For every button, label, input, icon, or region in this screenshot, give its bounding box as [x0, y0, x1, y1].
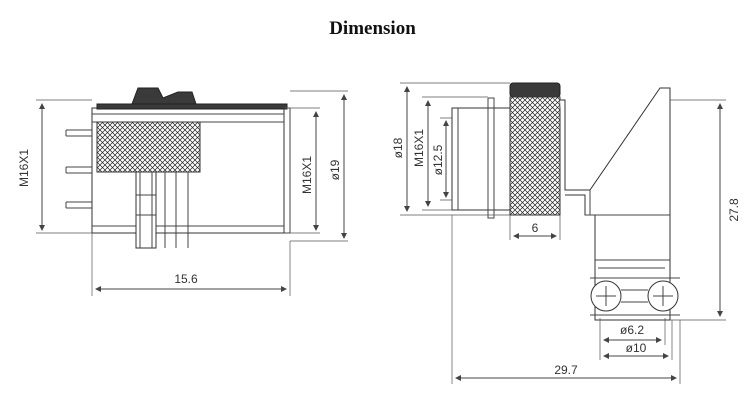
right-knurl — [509, 96, 561, 216]
left-knurl — [96, 121, 201, 173]
left-diameter-label: ø19 — [328, 159, 342, 180]
right-outer-diameter-label: ø18 — [391, 137, 405, 158]
right-thread-label: M16X1 — [300, 156, 314, 194]
right-thread-label-vertical: M16X1 — [412, 129, 426, 167]
left-pins — [65, 129, 92, 209]
total-length-label: 29.7 — [554, 363, 578, 377]
height-label: 27.8 — [727, 198, 741, 222]
base-diameter-label: ø10 — [626, 341, 647, 355]
left-hex-nut — [135, 171, 157, 249]
left-connector-view — [36, 87, 348, 296]
right-connector-view — [400, 82, 726, 384]
pin-spacing-label: ø6.2 — [620, 323, 644, 337]
left-nut-cap — [131, 87, 197, 105]
terminal-screws — [590, 277, 680, 316]
right-inner-diameter-label: ø12.5 — [431, 144, 445, 175]
right-sleeve-cap — [509, 82, 561, 98]
left-thread-label: M16X1 — [17, 149, 31, 187]
knurl-width-label: 6 — [532, 221, 539, 235]
right-front-cylinder — [451, 107, 513, 211]
page-title: Dimension — [329, 18, 416, 39]
right-angled-body — [560, 87, 671, 321]
left-length-label: 15.6 — [174, 272, 198, 286]
